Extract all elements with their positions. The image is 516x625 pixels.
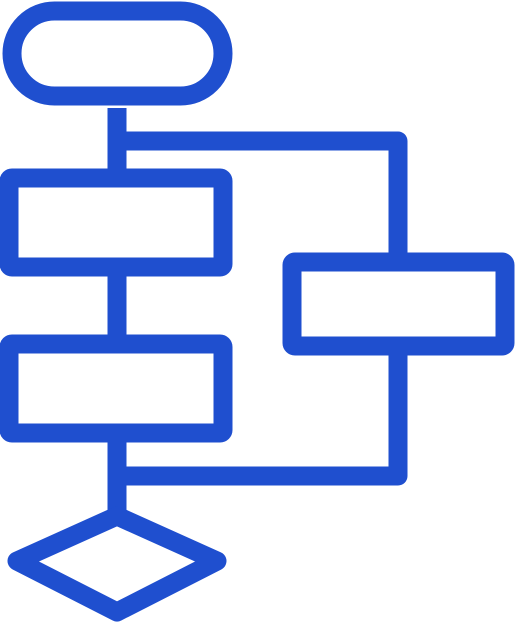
connector-side-process-merge (117, 350, 408, 486)
connector-branch-to-side-process (117, 131, 408, 260)
process-box-2 (0, 334, 233, 443)
start-terminator-shape (2, 1, 233, 106)
connector-group (107, 108, 408, 514)
process-box-1 (0, 168, 233, 277)
decision-diamond-shape (7, 506, 227, 622)
side-process-box (282, 252, 515, 356)
